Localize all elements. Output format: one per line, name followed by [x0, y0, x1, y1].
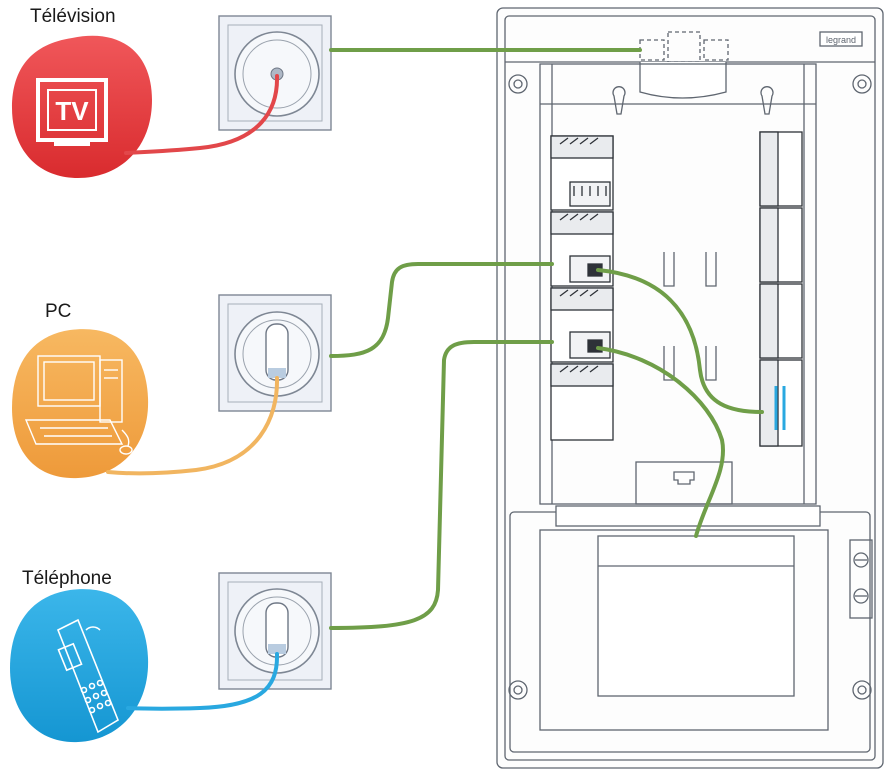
- tv-icon-text: TV: [55, 96, 89, 126]
- module-2: [550, 211, 614, 287]
- telephone-outlet: [218, 572, 332, 690]
- module-4: [550, 363, 614, 441]
- telephone-label: Téléphone: [22, 568, 112, 589]
- module-3: [550, 287, 614, 363]
- television-label: Télévision: [30, 6, 116, 27]
- tv-cable: [124, 74, 280, 155]
- telephone-icon: [10, 589, 149, 743]
- right-rj45-modules: [759, 131, 803, 447]
- telephone-cable: [126, 652, 280, 711]
- tv-icon: TV: [12, 35, 152, 179]
- panel-brand-logo: legrand: [826, 35, 856, 45]
- pc-cable: [106, 376, 280, 476]
- left-rj45-modules: [550, 135, 614, 441]
- patch-cable-1: [596, 268, 764, 414]
- module-1: [550, 135, 614, 211]
- pc-label: PC: [45, 301, 72, 322]
- tv-outlet: [218, 15, 332, 131]
- patch-cable-2: [596, 346, 725, 538]
- telephone-trunk-cable: [329, 340, 554, 630]
- pc-icon: [12, 329, 149, 479]
- pc-trunk-cable: [329, 262, 554, 358]
